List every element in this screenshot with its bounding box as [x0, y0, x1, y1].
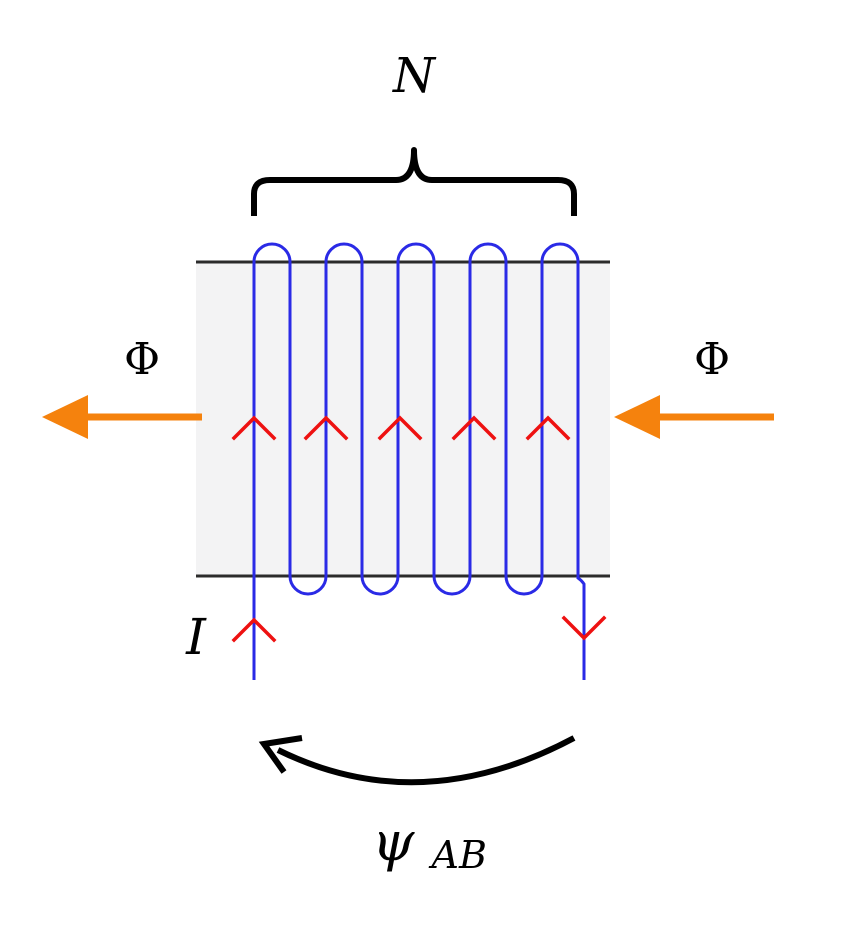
flux-arrow-left [42, 395, 202, 439]
flux-label-left: Φ [124, 334, 160, 385]
flux-arrow-right [614, 395, 774, 439]
current-arrow-turn-5 [525, 415, 571, 441]
flux-label-right: Φ [694, 334, 730, 385]
current-arrow-turn-1 [231, 415, 277, 441]
current-arrow-turn-2 [303, 415, 349, 441]
current-arrow-turn-3 [377, 415, 423, 441]
linkage-arrow [276, 735, 576, 786]
linkage-subscript: AB [429, 833, 487, 877]
linkage-arrowhead [258, 735, 303, 774]
current-arrow-input [231, 617, 277, 643]
current-arrow-turn-4 [451, 415, 497, 441]
winding-coil [252, 242, 586, 680]
turns-brace [251, 147, 577, 216]
current-label: I [185, 608, 207, 666]
current-arrows [231, 415, 607, 643]
current-arrow-output [561, 615, 607, 641]
linkage-label: ψ AB [372, 810, 487, 877]
turns-label: N [392, 48, 437, 104]
linkage-symbol: ψ [372, 810, 415, 873]
